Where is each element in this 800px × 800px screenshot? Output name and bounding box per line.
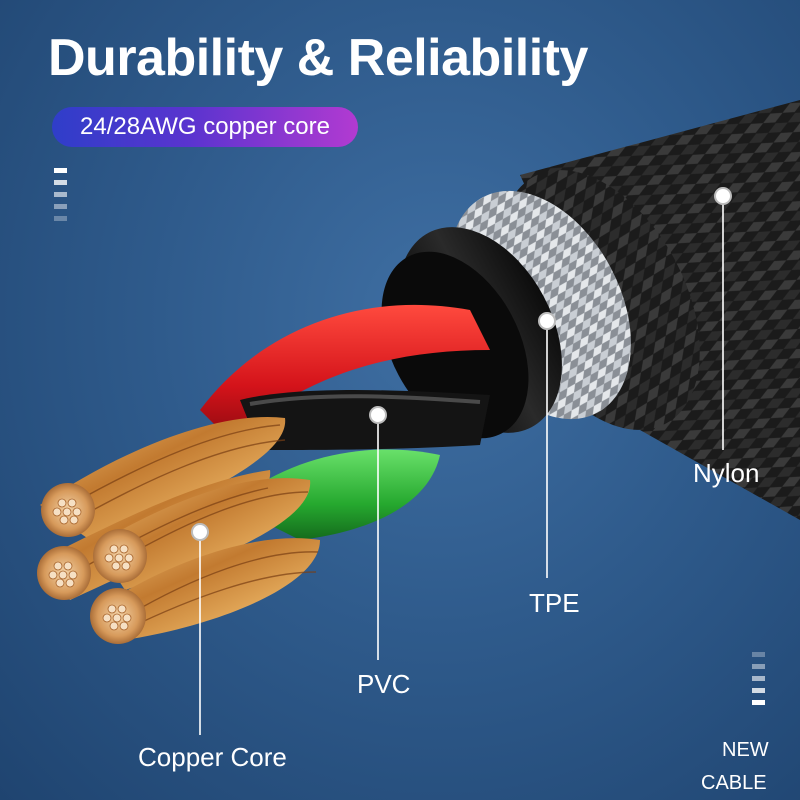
brand-line-new: NEW (722, 739, 769, 761)
copper-core-badge: 24/28AWG copper core (52, 107, 358, 147)
decorative-dashes-bottom (752, 652, 765, 712)
label-pvc: PVC (357, 669, 411, 699)
decorative-dashes-top (54, 168, 67, 228)
label-tpe: TPE (529, 588, 580, 618)
label-nylon: Nylon (693, 458, 760, 488)
label-copper-core: Copper Core (138, 742, 287, 772)
brand-line-cable: CABLE (701, 772, 767, 794)
banner-title: Durability & Reliability (48, 29, 588, 87)
